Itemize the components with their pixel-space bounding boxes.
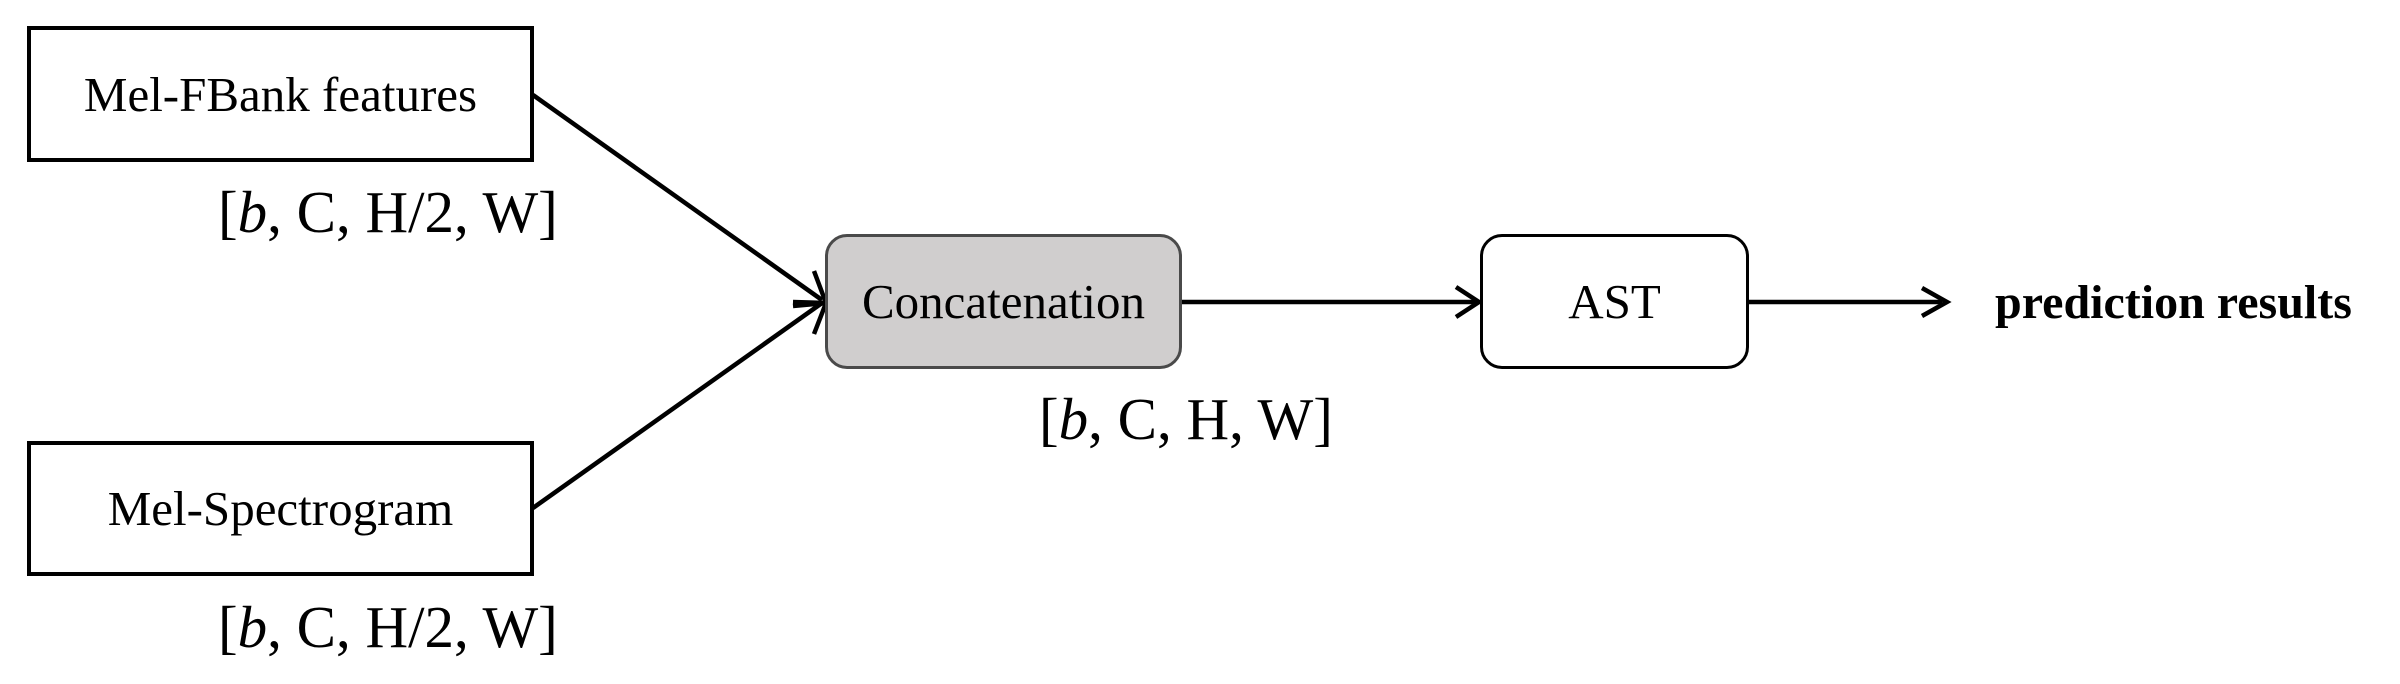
arrowhead-concat-to-ast <box>1454 285 1484 319</box>
mel-fbank-features-label: Mel-FBank features <box>83 66 478 122</box>
prediction-results-label: prediction results <box>1995 276 2352 329</box>
concatenation-label: Concatenation <box>861 274 1146 329</box>
mel-fbank-shape-label: [b, C, H/2, W] <box>218 179 558 245</box>
arrow-spectrogram-to-concat <box>531 301 824 510</box>
mel-spectrogram-shape-label: [b, C, H/2, W] <box>218 594 558 660</box>
concatenation-shape-label: [b, C, H, W] <box>1039 386 1333 452</box>
ast-label: AST <box>1568 274 1661 329</box>
mel-fbank-features-box: Mel-FBank features <box>27 26 534 162</box>
ast-box: AST <box>1480 234 1749 369</box>
mel-spectrogram-box: Mel-Spectrogram <box>27 441 534 576</box>
arrowhead-ast-to-output <box>1920 286 1952 318</box>
mel-spectrogram-label: Mel-Spectrogram <box>107 481 454 536</box>
arrow-fbank-to-concat <box>531 93 824 302</box>
concatenation-box: Concatenation <box>825 234 1182 369</box>
